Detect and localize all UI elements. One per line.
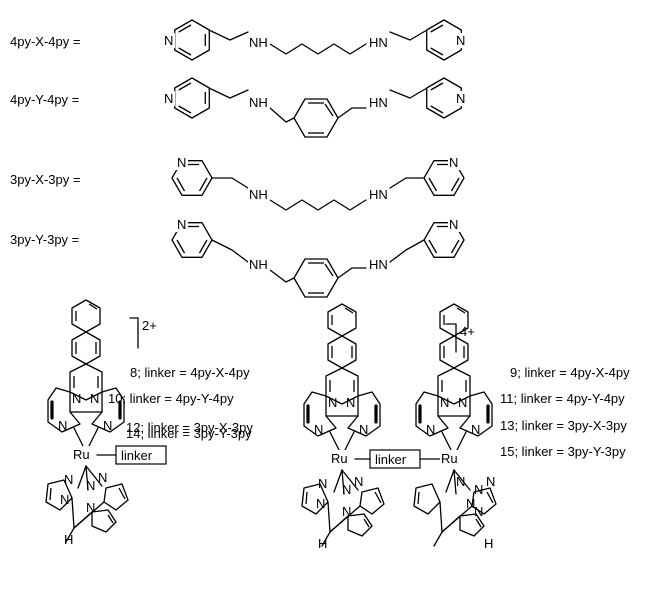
svg-text:N: N	[466, 496, 475, 511]
complex-14: 14; linker = 3py-Y-3py	[126, 426, 252, 441]
svg-text:N: N	[98, 470, 107, 485]
svg-text:H: H	[64, 532, 73, 547]
dinuclear-complex: N N N N Ru linker N N N N N H N N N N Ru…	[301, 302, 497, 551]
svg-text:N: N	[426, 422, 435, 437]
svg-text:N: N	[456, 474, 465, 489]
svg-text:H: H	[484, 536, 493, 551]
svg-text:HN: HN	[369, 95, 388, 110]
svg-text:N: N	[60, 492, 69, 507]
ligand-label: 3py-X-3py =	[10, 172, 80, 187]
svg-text:N: N	[328, 395, 337, 410]
svg-text:HN: HN	[369, 187, 388, 202]
svg-text:N: N	[486, 474, 495, 489]
svg-text:N: N	[314, 422, 323, 437]
complex-8: 8; linker = 4py-X-4py	[130, 365, 250, 380]
svg-text:N: N	[440, 395, 449, 410]
svg-text:N: N	[456, 91, 465, 106]
svg-text:N: N	[456, 33, 465, 48]
svg-text:N: N	[354, 474, 363, 489]
svg-text:HN: HN	[369, 35, 388, 50]
svg-text:N: N	[90, 391, 99, 406]
svg-text:linker: linker	[121, 448, 153, 463]
svg-text:N: N	[58, 418, 67, 433]
dinuclear-list: 9; linker = 4py-X-4py 11; linker = 4py-Y…	[500, 365, 630, 459]
linker-box	[115, 445, 167, 465]
ligand-3py-x-3py: 3py-X-3py = N NH HN N	[10, 155, 465, 211]
svg-text:N: N	[342, 482, 351, 497]
ru-atom: Ru	[73, 447, 90, 462]
svg-text:N: N	[359, 422, 368, 437]
svg-text:N: N	[458, 395, 467, 410]
complex-9: 9; linker = 4py-X-4py	[510, 365, 630, 380]
complex-10: 10; linker = 4py-Y-4py	[108, 391, 234, 406]
svg-text:N: N	[471, 422, 480, 437]
svg-text:N: N	[103, 418, 112, 433]
svg-text:N: N	[342, 504, 351, 519]
ligand-label: 3py-Y-3py =	[10, 232, 79, 247]
svg-text:NH: NH	[249, 95, 268, 110]
svg-text:N: N	[164, 33, 173, 48]
svg-text:HN: HN	[369, 257, 388, 272]
ru-atom-right: Ru	[441, 451, 458, 466]
svg-text:N: N	[86, 500, 95, 515]
svg-text:H: H	[318, 536, 327, 551]
svg-text:N: N	[164, 91, 173, 106]
svg-text:N: N	[474, 504, 483, 519]
svg-text:linker: linker	[375, 452, 407, 467]
svg-text:N: N	[177, 217, 186, 232]
complex-12: 12; linker = 3py-X-3py	[126, 420, 253, 435]
charge-label: 4+	[460, 324, 475, 339]
mononuclear-list: 8; linker = 4py-X-4py 10; linker = 4py-Y…	[108, 365, 253, 441]
complex-15: 15; linker = 3py-Y-3py	[500, 444, 626, 459]
complex-13: 13; linker = 3py-X-3py	[500, 418, 627, 433]
svg-text:N: N	[474, 482, 483, 497]
complex-11: 11; linker = 4py-Y-4py	[500, 391, 625, 406]
ligand-4py-x-4py: 4py-X-4py = N NH HN N	[10, 19, 467, 61]
svg-text:NH: NH	[249, 35, 268, 50]
svg-text:NH: NH	[249, 187, 268, 202]
svg-text:NH: NH	[249, 257, 268, 272]
ru-atom-left: Ru	[331, 451, 348, 466]
svg-text:N: N	[177, 155, 186, 170]
svg-text:N: N	[346, 395, 355, 410]
mononuclear-complex: N N N N Ru linker N N N N N H 2+	[45, 298, 167, 547]
ligand-label: 4py-X-4py =	[10, 34, 80, 49]
svg-text:N: N	[449, 155, 458, 170]
ligand-4py-y-4py: 4py-Y-4py = N NH HN N	[10, 77, 467, 138]
charge-label: 2+	[142, 318, 157, 333]
svg-text:N: N	[72, 391, 81, 406]
svg-text:N: N	[86, 478, 95, 493]
svg-text:N: N	[318, 476, 327, 491]
ligand-3py-y-3py: 3py-Y-3py = N NH HN N	[10, 217, 465, 298]
ligand-label: 4py-Y-4py =	[10, 92, 79, 107]
svg-text:N: N	[64, 472, 73, 487]
svg-text:N: N	[449, 217, 458, 232]
svg-text:N: N	[316, 496, 325, 511]
